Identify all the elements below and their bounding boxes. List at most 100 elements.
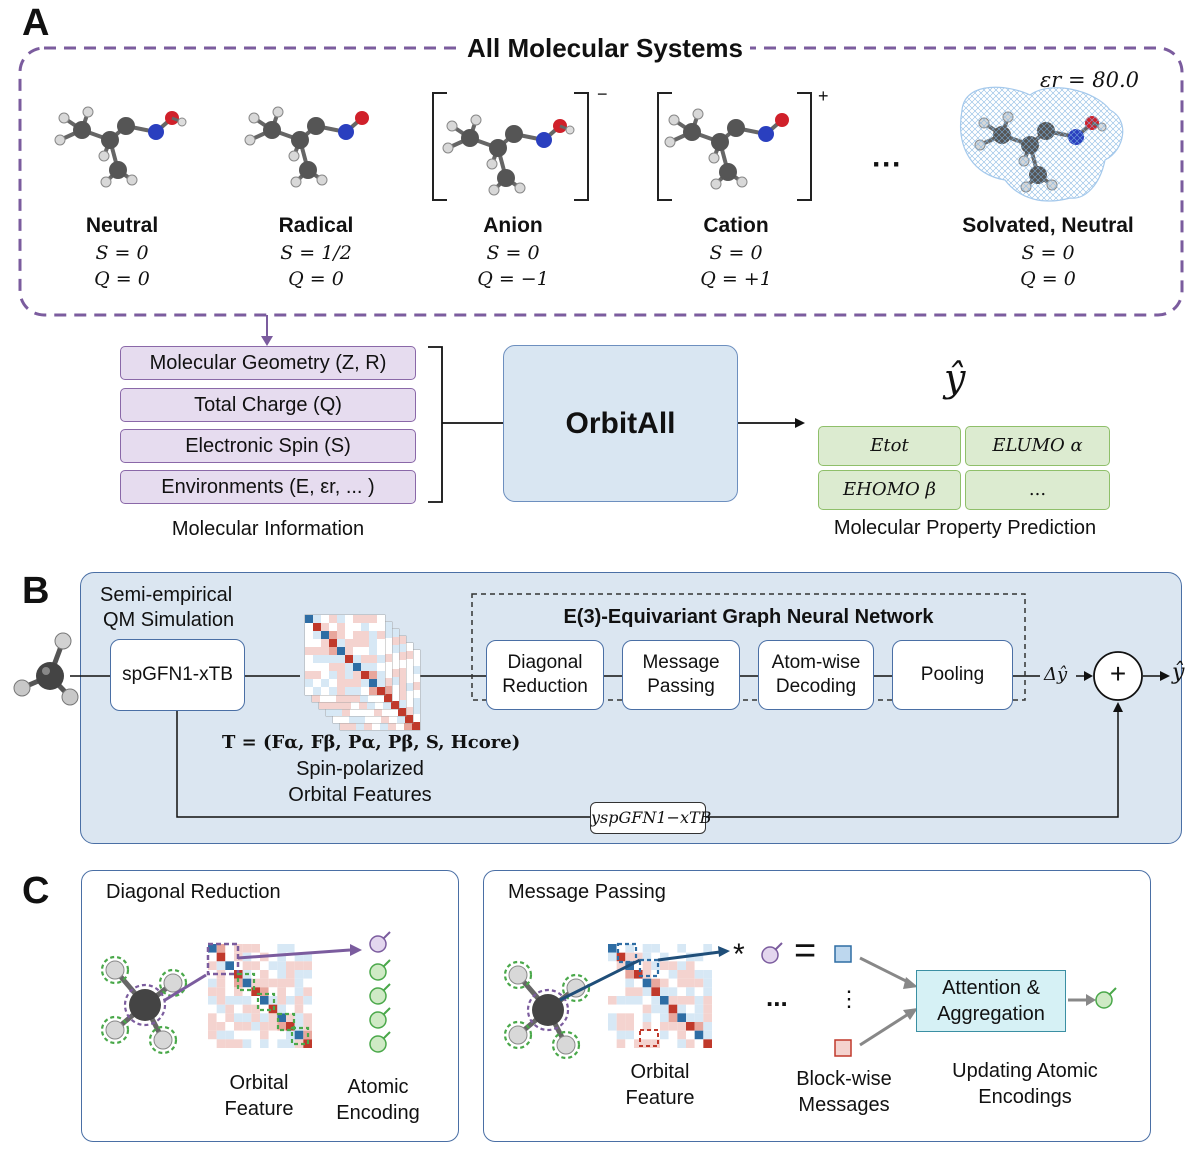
baseline-energy-box: yspGFN1−xTB <box>590 802 711 834</box>
output-etot: Etot <box>818 426 961 466</box>
inputs-caption: Molecular Information <box>171 518 365 540</box>
gnn-step-label: Message Passing <box>642 652 720 697</box>
gnn-step-diagonal-reduction: Diagonal Reduction <box>486 640 604 710</box>
sum-plus: + <box>1109 658 1127 689</box>
horizontal-dots: ... <box>766 982 788 1012</box>
spgfn1-xtb-box: spGFN1-xTB <box>110 639 245 711</box>
atomic-encoding <box>369 983 391 1005</box>
more-systems-ellipsis: ··· <box>872 148 902 181</box>
attention-label-1: Attention & <box>942 977 1040 999</box>
prediction-symbol: ŷ <box>944 356 966 400</box>
panel-a-letter: A <box>22 2 50 44</box>
blockwise-label-2: Messages <box>798 1094 890 1116</box>
mol-charge-solvated: Q = 0 <box>1020 268 1076 290</box>
stack-layer <box>304 614 386 696</box>
gnn-step-pooling: Pooling <box>892 640 1013 710</box>
molecule <box>54 106 187 188</box>
right-title: Message Passing <box>508 881 666 903</box>
solvent-permittivity: εr = 80.0 <box>1040 68 1140 92</box>
mol-name-cation: Cation <box>703 214 769 237</box>
gnn-title: E(3)-Equivariant Graph Neural Network <box>563 606 934 628</box>
mol-spin-solvated: S = 0 <box>1021 242 1075 264</box>
cation-superscript: + <box>818 86 829 106</box>
mol-spin-cation: S = 0 <box>709 242 763 264</box>
sim-label-1: Semi-empirical <box>100 584 233 606</box>
input-spin: Electronic Spin (S) <box>120 429 416 463</box>
mol-spin-neutral: S = 0 <box>95 242 149 264</box>
mol-name-anion: Anion <box>483 214 543 237</box>
systems-title: All Molecular Systems <box>460 33 750 64</box>
tensor-formula: T = (Fα, Fβ, Pα, Pβ, S, Hcore) <box>222 732 521 753</box>
molecule <box>664 108 789 190</box>
sim-label-2: QM Simulation <box>103 609 235 631</box>
orbitall-model-box: OrbitAll <box>503 345 738 502</box>
mol-charge-anion: Q = −1 <box>477 268 549 290</box>
final-output-label: ŷ <box>1172 660 1185 685</box>
gnn-step-label: Pooling <box>920 664 985 686</box>
mol-charge-neutral: Q = 0 <box>94 268 150 290</box>
gnn-step-label: Atom-wise Decoding <box>771 652 861 697</box>
right-orbital-label-2: Feature <box>625 1087 695 1109</box>
mol-spin-anion: S = 0 <box>486 242 540 264</box>
mol-name-radical: Radical <box>278 214 354 237</box>
delta-y-label: Δŷ <box>1044 664 1068 685</box>
anion-superscript: − <box>597 84 608 104</box>
mol-name-solvated: Solvated, Neutral <box>962 214 1134 237</box>
outputs-caption: Molecular Property Prediction <box>833 517 1097 539</box>
left-title: Diagonal Reduction <box>106 881 281 903</box>
attention-label-2: Aggregation <box>937 1003 1045 1025</box>
updating-label-2: Encodings <box>978 1086 1072 1108</box>
baseline-energy-label: yspGFN1−xTB <box>591 808 712 827</box>
output-ehomo: EHOMO β <box>818 470 961 510</box>
mol-charge-cation: Q = +1 <box>700 268 772 290</box>
atomic-encoding <box>369 1031 391 1053</box>
orbital-matrix <box>208 944 312 1048</box>
model-name: OrbitAll <box>565 406 676 440</box>
left-orbital-label-1: Orbital <box>229 1072 289 1094</box>
panel-c-letter: C <box>22 870 50 912</box>
left-orbital-label-2: Feature <box>224 1098 294 1120</box>
input-charge: Total Charge (Q) <box>120 388 416 422</box>
mol-charge-radical: Q = 0 <box>288 268 344 290</box>
blockwise-label-1: Block-wise <box>796 1068 892 1090</box>
molecule <box>100 955 188 1055</box>
molecule <box>244 106 369 188</box>
left-atomic-label-1: Atomic <box>347 1076 409 1098</box>
molecule <box>503 960 591 1060</box>
gnn-step-atomwise-decoding: Atom-wise Decoding <box>758 640 874 710</box>
xtb-label: spGFN1-xTB <box>122 664 233 686</box>
message-block-red <box>834 1039 852 1057</box>
atomic-encoding <box>1095 987 1117 1009</box>
output-elumo: ELUMO α <box>965 426 1110 466</box>
updating-label-1: Updating Atomic <box>952 1060 1098 1082</box>
atomic-encoding <box>761 942 783 964</box>
right-orbital-label-1: Orbital <box>630 1061 690 1083</box>
attention-aggregation-box: Attention & Aggregation <box>916 970 1066 1032</box>
input-environment: Environments (E, εr, ... ) <box>120 470 416 504</box>
panel-c-left-box <box>81 870 459 1142</box>
atomic-encoding <box>369 959 391 981</box>
equals-operator: = <box>794 930 817 972</box>
panel-b-letter: B <box>22 570 50 612</box>
orbital-matrix <box>305 615 385 695</box>
features-label-1: Spin-polarized <box>296 758 424 780</box>
gnn-step-message-passing: Message Passing <box>622 640 740 710</box>
left-atomic-label-2: Encoding <box>336 1102 420 1124</box>
mol-name-neutral: Neutral <box>85 214 159 237</box>
star-operator: * <box>733 938 745 971</box>
features-label-2: Orbital Features <box>288 784 432 806</box>
input-geometry: Molecular Geometry (Z, R) <box>120 346 416 380</box>
message-block-blue <box>834 945 852 963</box>
molecule <box>442 114 575 196</box>
atomic-encoding <box>369 1007 391 1029</box>
gnn-step-label: Diagonal Reduction <box>502 652 588 697</box>
output-more: ... <box>965 470 1110 510</box>
panel-c-right-box <box>483 870 1151 1142</box>
atomic-encoding <box>369 931 391 953</box>
mol-spin-radical: S = 1/2 <box>280 242 352 264</box>
